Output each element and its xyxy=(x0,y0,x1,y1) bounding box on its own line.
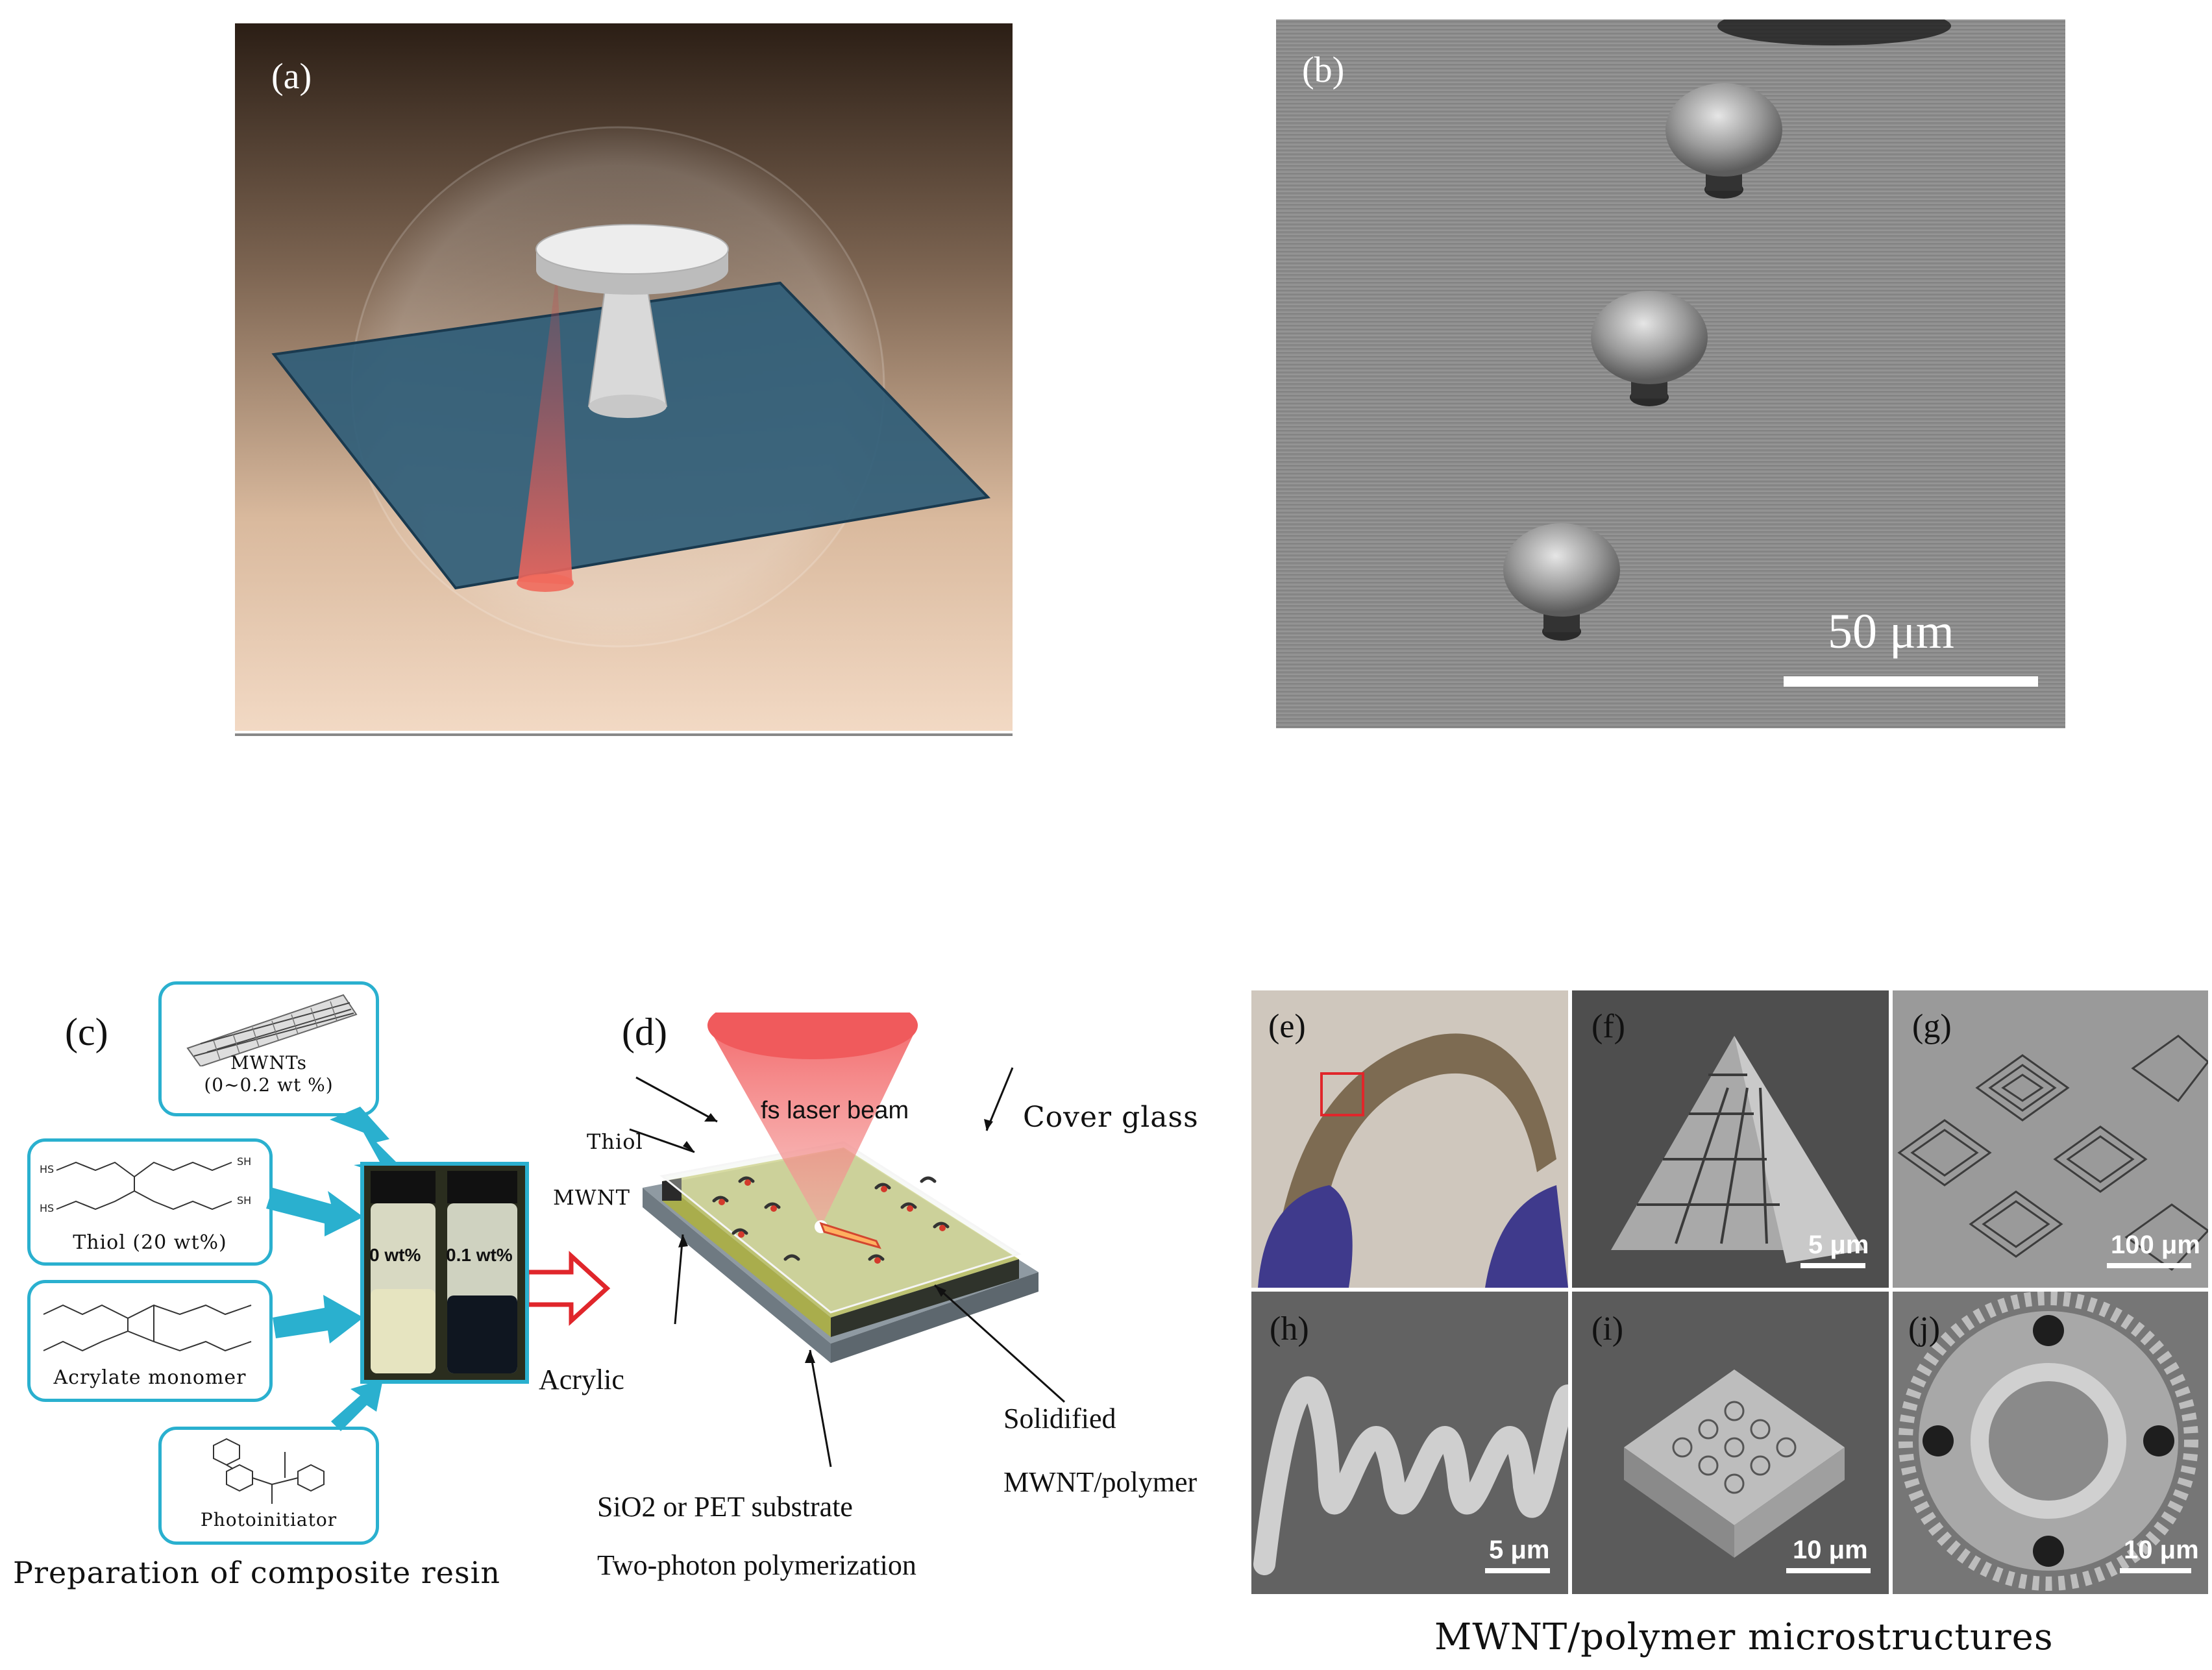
microstructure-grid: (e) (f) 5 μm xyxy=(1251,990,2208,1594)
acrylate-box: Acrylate monomer xyxy=(27,1280,273,1402)
panel-f-scale: 5 μm xyxy=(1808,1231,1869,1259)
panel-a-illustration xyxy=(235,23,1013,736)
scale-bar xyxy=(1784,676,2038,687)
panel-h-label: (h) xyxy=(1270,1310,1309,1347)
micro-mushroom xyxy=(1503,523,1620,641)
svg-text:HS: HS xyxy=(40,1202,54,1214)
acrylic-label: Acrylic xyxy=(539,1364,624,1395)
vial-left-label: 0 wt% xyxy=(369,1245,421,1265)
panel-g-label: (g) xyxy=(1912,1008,1952,1045)
substrate-label: SiO2 or PET substrate xyxy=(597,1491,853,1523)
spiral-coil-array-image xyxy=(1893,990,2208,1288)
panel-c-caption: Preparation of composite resin xyxy=(13,1555,500,1590)
nanotube-icon xyxy=(186,994,358,1066)
svg-text:HS: HS xyxy=(40,1163,54,1175)
thiol-label: Thiol xyxy=(587,1129,643,1154)
panel-j-scale: 10 μm xyxy=(2124,1536,2199,1564)
svg-text:SH: SH xyxy=(237,1155,251,1168)
panel-f: (f) 5 μm xyxy=(1572,990,1889,1288)
photoinitiator-box-label: Photoinitiator xyxy=(200,1509,338,1530)
mwnt-label: MWNT xyxy=(553,1185,630,1210)
vial-right-label: 0.1 wt% xyxy=(446,1245,513,1265)
panel-d-label: (d) xyxy=(622,1011,667,1053)
panel-b-label: (b) xyxy=(1302,50,1345,90)
panel-f-label: (f) xyxy=(1591,1008,1625,1045)
panel-d-caption: Two-photon polymerization xyxy=(597,1549,916,1581)
helix-spring-image xyxy=(1251,1292,1568,1594)
panel-i-scale: 10 μm xyxy=(1793,1536,1868,1564)
panel-g-scale: 100 μm xyxy=(2111,1231,2200,1259)
panel-i: (i) 10 μm xyxy=(1572,1292,1889,1594)
panel-b-sem-image xyxy=(1276,6,2065,728)
thiol-structure-icon: HS SH HS SH xyxy=(40,1155,251,1214)
acrylate-structure-icon xyxy=(43,1304,252,1352)
micro-mushroom xyxy=(1665,83,1782,199)
cover-glass-label: Cover glass xyxy=(1023,1101,1199,1134)
panel-e: (e) xyxy=(1251,990,1568,1288)
panel-a: (a) xyxy=(235,23,1013,737)
honeycomb-block-image xyxy=(1572,1292,1889,1594)
mwnt-box-line1: MWNTs xyxy=(230,1052,307,1074)
vials-icon xyxy=(364,1166,525,1380)
panel-d-illustration xyxy=(629,1013,1066,1467)
mwnt-box: MWNTs (0~0.2 wt %) xyxy=(158,981,379,1116)
flexible-film-photo xyxy=(1251,990,1568,1288)
laser-label: fs laser beam xyxy=(761,1097,909,1124)
panel-b: (b) 50 μm xyxy=(1276,6,2065,728)
panel-h: (h) 5 μm xyxy=(1251,1292,1568,1594)
panel-i-label: (i) xyxy=(1591,1310,1624,1347)
panel-e-label: (e) xyxy=(1268,1008,1306,1045)
pyramid-lattice-image xyxy=(1572,990,1889,1288)
panel-a-label: (a) xyxy=(271,56,312,97)
photoinitiator-structure-icon xyxy=(213,1438,325,1504)
panel-b-scale-label: 50 μm xyxy=(1828,604,1954,659)
panel-h-scale: 5 μm xyxy=(1489,1536,1550,1564)
mwnt-box-line2: (0~0.2 wt %) xyxy=(204,1074,334,1096)
solidified-label: Solidified xyxy=(1003,1403,1116,1434)
panel-c-label: (c) xyxy=(65,1011,108,1053)
gear-image xyxy=(1893,1292,2208,1594)
grid-caption: MWNT/polymer microstructures xyxy=(1434,1616,2054,1658)
photoinitiator-box: Photoinitiator xyxy=(158,1427,379,1545)
vial-photo: 0 wt% 0.1 wt% xyxy=(360,1162,529,1384)
thiol-box: HS SH HS SH Thiol (20 wt%) xyxy=(27,1138,273,1266)
mwnt-polymer-label: MWNT/polymer xyxy=(1003,1466,1198,1498)
panel-j: (j) 10 μm xyxy=(1893,1292,2208,1594)
micro-mushroom xyxy=(1591,291,1708,406)
svg-text:SH: SH xyxy=(237,1194,251,1207)
panel-g: (g) 100 μm xyxy=(1893,990,2208,1288)
panel-j-label: (j) xyxy=(1908,1310,1941,1347)
thiol-box-label: Thiol (20 wt%) xyxy=(73,1231,227,1254)
acrylate-box-label: Acrylate monomer xyxy=(53,1366,247,1389)
